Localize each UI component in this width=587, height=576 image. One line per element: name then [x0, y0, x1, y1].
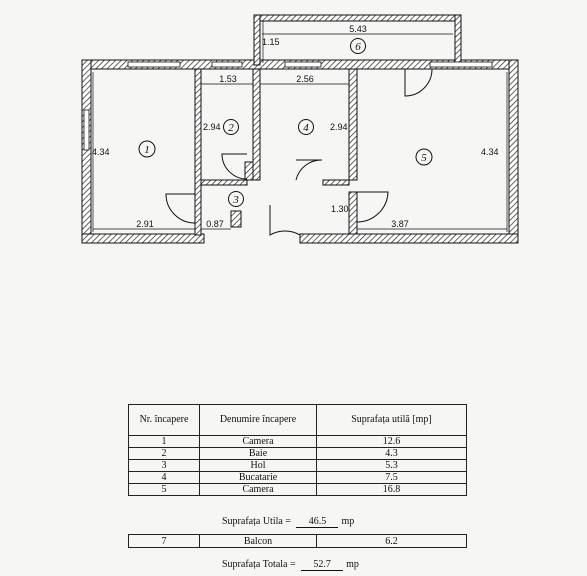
room-number: 1 — [144, 144, 150, 156]
dimension-labels: 5.43 1.15 1.53 2.56 4.34 4.34 2.94 2.94 … — [92, 24, 499, 229]
cell-area: 4.3 — [316, 447, 467, 460]
table-row: 5 Camera 16.8 — [128, 483, 467, 496]
doors — [165, 68, 433, 236]
table-row: 7 Balcon 6.2 — [128, 534, 467, 548]
table-row: 3 Hol 5.3 — [128, 459, 467, 472]
cell-name: Balcon — [199, 534, 317, 548]
table-row: 4 Bucatarie 7.5 — [128, 471, 467, 484]
cell-nr: 7 — [128, 534, 200, 548]
windows — [83, 61, 493, 151]
room-number: 3 — [232, 194, 239, 206]
cell-nr: 4 — [128, 471, 200, 484]
useful-total-unit: mp — [341, 516, 355, 527]
cell-nr: 5 — [128, 483, 200, 496]
dim-bath-width: 1.53 — [219, 74, 237, 84]
dim-bath-height: 2.94 — [203, 122, 221, 132]
floor-plan: 1 2 3 4 5 6 5.43 1.15 1.53 2.56 4.34 4.3… — [81, 14, 519, 244]
dim-kitchen-height: 2.94 — [330, 122, 348, 132]
header-name: Denumire încapere — [199, 404, 317, 436]
dim-room1-height: 4.34 — [92, 147, 110, 157]
cell-name: Bucatarie — [199, 471, 317, 484]
cell-name: Camera — [199, 483, 317, 496]
grand-total-label: Suprafața Totala = — [222, 559, 296, 570]
room-number: 2 — [228, 122, 234, 134]
cell-area: 5.3 — [316, 459, 467, 472]
rooms-table: Nr. încapere Denumire încapere Suprafața… — [128, 404, 467, 496]
room-number: 4 — [303, 122, 309, 134]
dim-hall-width: 0.87 — [206, 219, 224, 229]
table-row: 2 Baie 4.3 — [128, 447, 467, 460]
dim-kitchen-width: 2.56 — [296, 74, 314, 84]
dim-hall-height: 1.30 — [331, 204, 349, 214]
cell-name: Hol — [199, 459, 317, 472]
room-number: 5 — [421, 152, 427, 164]
dim-room1-width: 2.91 — [136, 219, 154, 229]
useful-total-label: Suprafața Utila = — [222, 516, 291, 527]
dim-room5-height: 4.34 — [481, 147, 499, 157]
table-row: 1 Camera 12.6 — [128, 435, 467, 448]
cell-nr: 3 — [128, 459, 200, 472]
cell-area: 12.6 — [316, 435, 467, 448]
outer-walls — [81, 14, 519, 244]
interior-walls — [194, 68, 358, 236]
header-area: Suprafața utilă [mp] — [316, 404, 467, 436]
cell-nr: 2 — [128, 447, 200, 460]
cell-area: 6.2 — [316, 534, 467, 548]
header-nr: Nr. încapere — [128, 404, 200, 436]
useful-total-value: 46.5 — [296, 516, 339, 528]
dim-balcony-depth: 1.15 — [262, 37, 280, 47]
table-header-row: Nr. încapere Denumire încapere Suprafața… — [128, 404, 467, 436]
dim-balcony-width: 5.43 — [349, 24, 367, 34]
balcony-table: 7 Balcon 6.2 — [128, 534, 467, 548]
cell-area: 16.8 — [316, 483, 467, 496]
room-number: 6 — [355, 41, 361, 53]
grand-total-unit: mp — [346, 559, 359, 570]
cell-nr: 1 — [128, 435, 200, 448]
dimension-lines — [92, 21, 508, 232]
dim-room5-width: 3.87 — [391, 219, 409, 229]
cell-name: Baie — [199, 447, 317, 460]
cell-name: Camera — [199, 435, 317, 448]
room-labels: 1 2 3 4 5 6 — [138, 38, 433, 207]
cell-area: 7.5 — [316, 471, 467, 484]
grand-total-value: 52.7 — [301, 559, 344, 571]
